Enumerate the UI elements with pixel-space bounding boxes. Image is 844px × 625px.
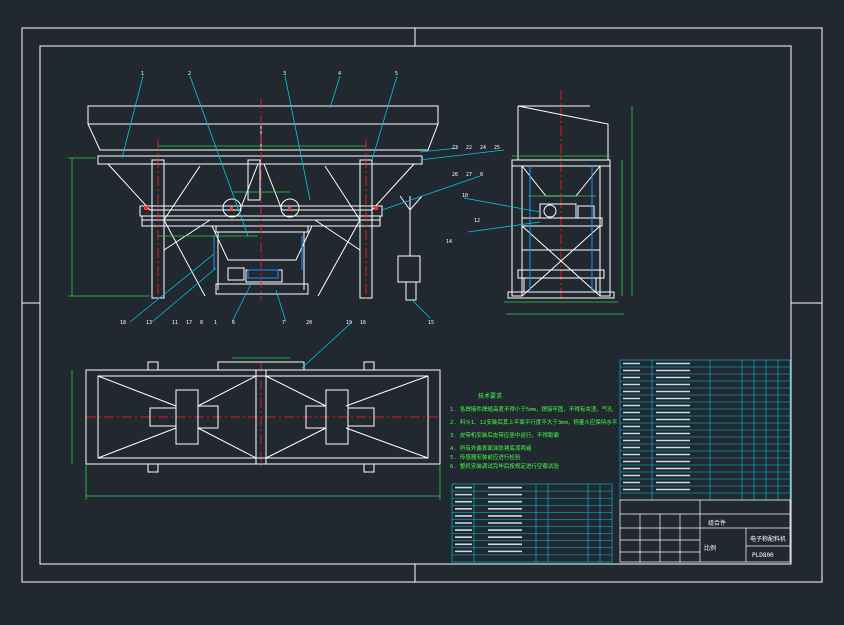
callout-side-8: 8 <box>480 172 483 178</box>
callout-bottom-15: 15 <box>428 320 434 326</box>
title-block-title: 组合件 <box>708 519 726 527</box>
side-view <box>507 105 615 299</box>
notes-line-3: 3. 皮带机安装后皮带应居中运行，不得跑偏 <box>450 431 559 439</box>
callout-bottom-8: 8 <box>200 320 203 326</box>
callout-bottom-20: 20 <box>306 320 312 326</box>
parts-list-lower-rows <box>452 486 612 556</box>
title-block-drawing-name: 电子称配料机 <box>750 535 786 543</box>
front-view <box>87 105 439 301</box>
callout-bottom-19: 19 <box>346 320 352 326</box>
callout-bottom-16: 16 <box>360 320 366 326</box>
notes-line-4: 4. 所有外露表面涂防锈底漆两遍 <box>450 444 532 452</box>
notes-line-5: 5. 传感器安装前应进行检验 <box>450 453 521 461</box>
callout-bottom-1: 1 <box>214 320 217 326</box>
title-block-scale-label: 比例 <box>704 544 716 552</box>
notes-line-6: 6. 整机安装调试完毕后按规定进行空载试验 <box>450 462 559 470</box>
callout-side-10: 10 <box>462 193 468 199</box>
callout-top-2: 2 <box>188 71 191 77</box>
parts-list-upper-rows <box>620 362 790 494</box>
callout-bottom-7: 7 <box>282 320 285 326</box>
callout-bottom-13: 13 <box>146 320 152 326</box>
callout-side-25: 25 <box>494 145 500 151</box>
front-view-blue-details <box>213 236 303 279</box>
title-block-text: 组合件 电子称配料机 PLD800 比例 <box>704 519 786 559</box>
callout-bottom-6: 6 <box>232 320 235 326</box>
callout-top-5: 5 <box>395 71 398 77</box>
callout-side-26: 26 <box>452 172 458 178</box>
technical-notes: 技术要求 1. 各焊接件焊缝高度不得小于5mm，焊接牢固，不得有夹渣、气孔 2.… <box>450 392 618 470</box>
notes-line-2: 2. 料斗1、12安装后其上平面平行度不大于3mm，称量斗应保持水平 <box>450 418 618 426</box>
front-view-red-marks <box>144 206 378 210</box>
callout-side-12: 12 <box>474 218 480 224</box>
callout-bottom-18: 18 <box>120 320 126 326</box>
notes-heading: 技术要求 <box>478 392 502 400</box>
front-dimensions <box>68 145 366 297</box>
callout-side-27: 27 <box>466 172 472 178</box>
callout-top-1: 1 <box>141 71 144 77</box>
plan-view <box>85 361 441 473</box>
callout-bottom-14: 14 <box>446 239 452 245</box>
callout-top-4: 4 <box>338 71 341 77</box>
parts-list-lower <box>451 483 613 563</box>
notes-line-1: 1. 各焊接件焊缝高度不得小于5mm，焊接牢固，不得有夹渣、气孔 <box>450 405 613 413</box>
side-dimensions <box>504 106 633 315</box>
centerlines <box>86 90 562 470</box>
plan-dimensions <box>71 357 441 500</box>
title-block-drawing-no: PLD800 <box>752 552 774 559</box>
callout-bottom-11: 11 <box>172 320 178 326</box>
callout-side-24: 24 <box>480 145 486 151</box>
callout-side-23: 23 <box>452 145 458 151</box>
side-view-blue-details <box>529 166 593 292</box>
drawing-frame <box>21 27 823 583</box>
title-block <box>619 499 791 563</box>
callout-bottom-17: 17 <box>186 320 192 326</box>
callout-top-3: 3 <box>283 71 286 77</box>
leader-lines <box>121 75 541 369</box>
callout-side-22: 22 <box>466 145 472 151</box>
